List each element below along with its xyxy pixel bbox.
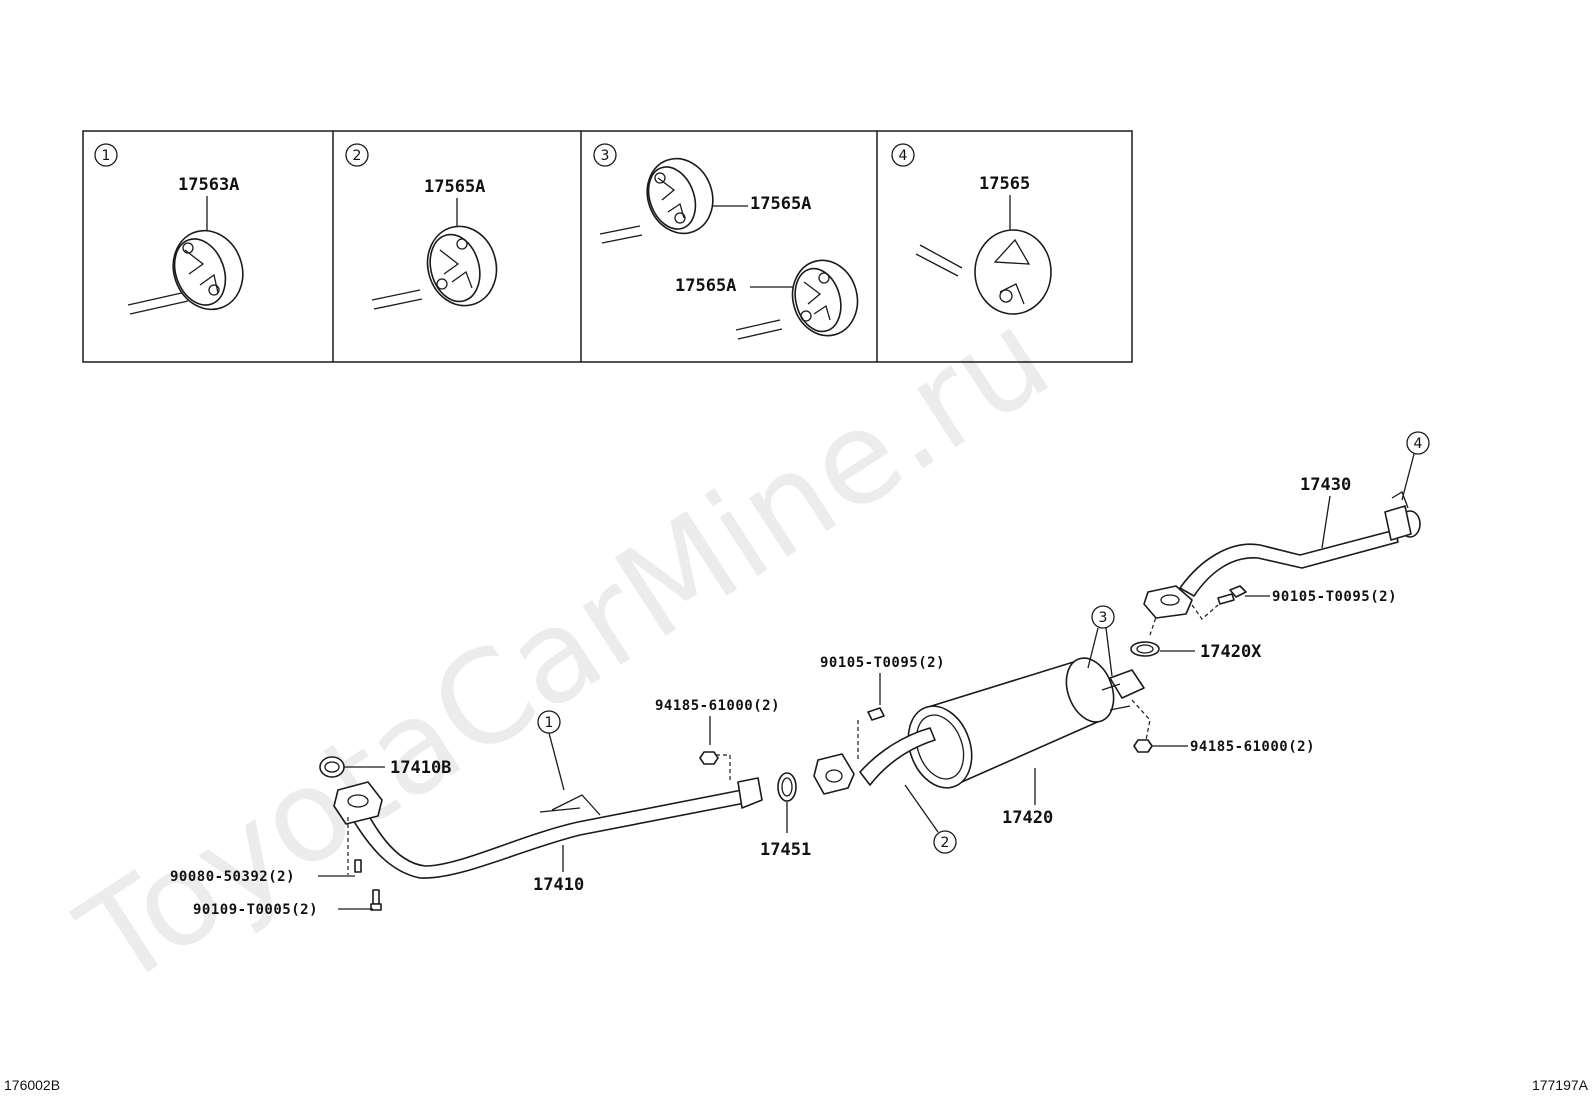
hanger-rubber-icon [599,157,714,244]
nut-icon [699,751,719,765]
panel-4-label: 17565 [979,174,1030,194]
bolt-icon [867,707,885,721]
hanger-rubber-icon [371,225,498,310]
callout-3-circle [1091,605,1115,629]
label-17410: 17410 [533,875,584,895]
corner-code-left: 176002B [4,1077,60,1093]
label-90105-mid: 90105-T0095(2) [820,655,945,671]
label-90109: 90109-T0005(2) [193,902,318,918]
label-17420: 17420 [1002,808,1053,828]
label-94185-mid: 94185-61000(2) [655,698,780,714]
muffler-17420 [813,657,1145,795]
gasket-17420x-icon [1130,641,1160,657]
panel-2: 2 17565A [345,143,498,310]
panel-2-label: 17565A [424,177,485,197]
callout-4-circle [1406,431,1430,455]
label-17430: 17430 [1300,475,1351,495]
panels-frame [82,130,1133,363]
detail-panels [82,130,1133,363]
gasket-17410b-icon [319,756,345,778]
panel-2-number: 2 [353,148,362,164]
label-17451: 17451 [760,840,811,860]
panel-3-label-bottom: 17565A [675,276,736,296]
label-90080: 90080-50392(2) [170,869,295,885]
callout-3: 3 [1099,610,1108,626]
tail-pipe-17430 [1143,491,1421,619]
label-17420x: 17420X [1200,642,1262,662]
hanger-rubber-icon [735,259,859,340]
panel-1: 1 17563A [94,143,244,315]
panel-2-number-circle [345,143,369,167]
panel-3-label-top: 17565A [750,194,811,214]
panel-1-number-circle [94,143,118,167]
label-17410b: 17410B [390,758,451,778]
front-pipe-17410 [333,777,763,879]
gasket-17451-icon [777,772,797,802]
panel-4-number-circle [891,143,915,167]
callout-2-circle [933,830,957,854]
panel-3: 3 17565A 17565A [593,143,859,340]
panel-3-number-circle [593,143,617,167]
nut-icon [1133,739,1153,753]
panel-1-number: 1 [102,148,111,164]
label-94185-right: 94185-61000(2) [1190,739,1315,755]
hanger-rubber-icon [127,229,244,315]
corner-code-right: 177197A [1532,1077,1589,1093]
label-90105-top: 90105-T0095(2) [1272,589,1397,605]
callout-1: 1 [545,715,554,731]
bolt-icon [1217,585,1247,605]
callout-2: 2 [941,835,950,851]
panel-4: 4 17565 [891,143,1052,315]
panel-4-number: 4 [899,148,908,164]
panel-3-number: 3 [601,148,610,164]
bolt-icon [370,889,382,911]
callout-4: 4 [1414,436,1423,452]
hanger-rubber-icon [915,229,1052,315]
panel-1-label: 17563A [178,175,239,195]
stud-bolt-icon [354,859,362,873]
